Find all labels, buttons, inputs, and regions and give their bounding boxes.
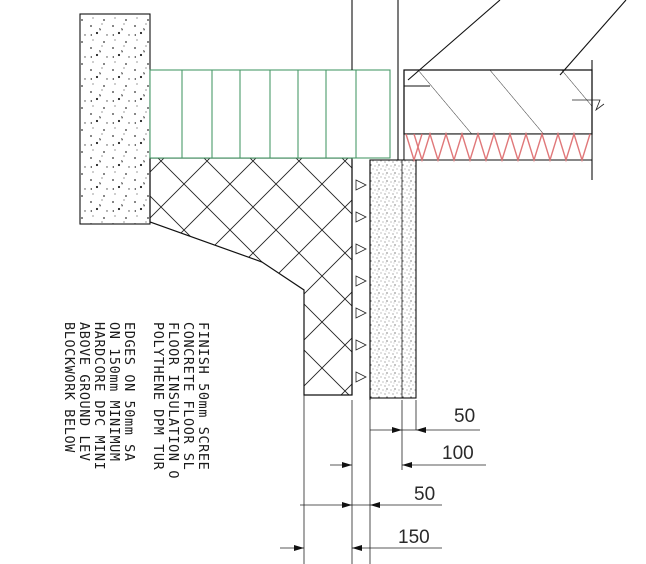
note-line: EDGES ON 50mm SA [121, 322, 137, 462]
note-line: HARDCORE DPC MINI [91, 322, 107, 470]
note-line: FLOOR INSULATION O [165, 322, 181, 479]
note-line: BLOCKWORK BELOW [61, 322, 77, 453]
note-line: POLYTHENE DPM TUR [150, 322, 166, 471]
floor-screed [149, 69, 391, 159]
dimension-label: 150 [398, 527, 430, 548]
floor-insulation [403, 131, 593, 163]
outer-blockwork-wall [79, 13, 151, 225]
note-line: ABOVE GROUND LEV [76, 322, 92, 462]
edge-insulation [351, 160, 371, 400]
leader-lines [407, 0, 627, 81]
floor-slab [403, 60, 605, 180]
dimension-label: 50 [454, 406, 475, 427]
note-line: FINISH 50mm SCREE [195, 322, 211, 470]
dimension-label: 100 [442, 443, 474, 464]
inner-leaf-lines [351, 0, 399, 160]
note-line: ON 150mm MINIMUM [106, 322, 122, 462]
dimension-label: 50 [414, 484, 435, 505]
note-line: CONCRETE FLOOR SL [180, 322, 196, 470]
dimension-chain [280, 395, 486, 564]
specification-notes: FINISH 50mm SCREE CONCRETE FLOOR SL FLOO… [61, 322, 211, 479]
inner-blockwork [369, 159, 417, 399]
